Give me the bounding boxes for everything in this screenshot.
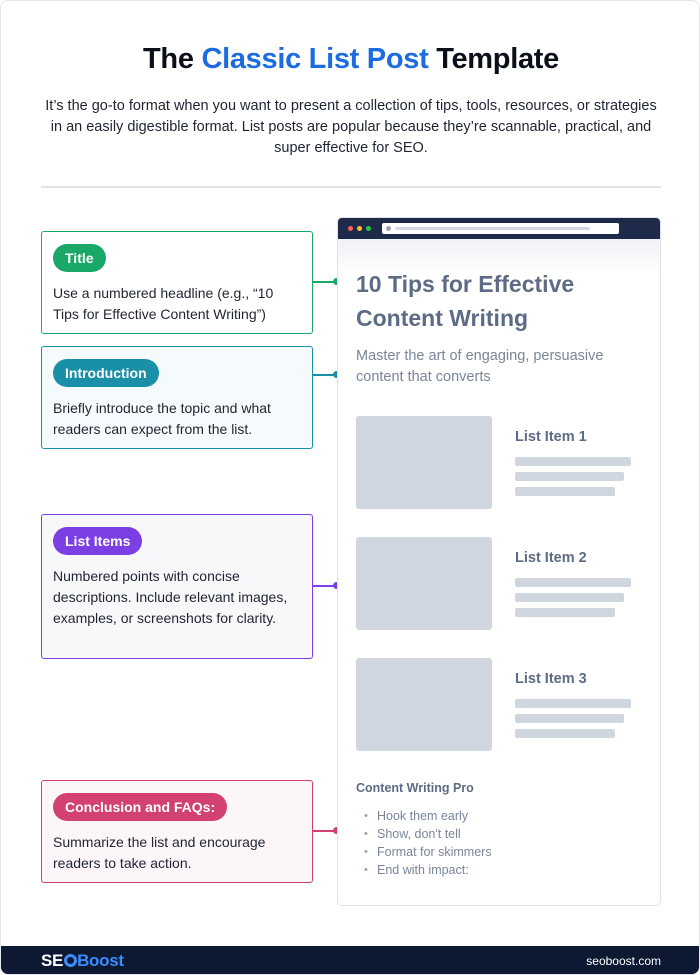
title-suffix: Template [436, 43, 559, 75]
list-item-1-image-placeholder [356, 416, 492, 509]
card-conclusion: Conclusion and FAQs: Summarize the list … [41, 780, 313, 883]
card-conclusion-text: Summarize the list and encourage readers… [53, 834, 266, 871]
list-item-2-label: List Item 2 [515, 550, 587, 566]
card-title-pill: Title [53, 244, 106, 272]
pro-tips-list: Hook them early Show, don't tell Format … [356, 807, 492, 879]
window-maximize-dot-icon [366, 226, 371, 231]
post-subtitle: Master the art of engaging, persuasive c… [356, 348, 604, 385]
card-introduction-text: Briefly introduce the topic and what rea… [53, 400, 271, 437]
section-divider [41, 186, 661, 188]
list-item-3-image-placeholder [356, 658, 492, 751]
pro-tip-item: Show, don't tell [356, 825, 492, 843]
logo-text-prefix: SE [41, 951, 64, 970]
list-item-3-text-line [515, 729, 615, 738]
card-list-items-dot [333, 582, 340, 589]
title-accent: Classic List Post [201, 43, 429, 75]
card-introduction-connector [313, 374, 337, 376]
window-close-dot-icon [348, 226, 353, 231]
list-item-2-text-line [515, 578, 631, 587]
card-title-text: Use a numbered headline (e.g., “10 Tips … [53, 285, 274, 322]
address-bar [382, 223, 619, 234]
page-title: The Classic List Post Template [1, 43, 699, 76]
seoboost-logo: SE Boost [41, 951, 124, 971]
list-item-2-text-line [515, 593, 624, 602]
list-item-1-text-line [515, 487, 615, 496]
card-title-dot [333, 278, 340, 285]
card-list-items-connector [313, 585, 337, 587]
card-title-connector [313, 281, 337, 283]
card-conclusion-dot [333, 827, 340, 834]
lock-icon [386, 226, 391, 231]
window-minimize-dot-icon [357, 226, 362, 231]
post-title: 10 Tips for Effective Content Writing [356, 271, 575, 331]
pro-tips-title: Content Writing Pro [356, 781, 474, 795]
list-item-1-text-line [515, 457, 631, 466]
card-introduction-pill: Introduction [53, 359, 159, 387]
card-title: Title Use a numbered headline (e.g., “10… [41, 231, 313, 334]
card-list-items-pill: List Items [53, 527, 143, 555]
browser-toolbar [338, 218, 660, 239]
card-list-items-text: Numbered points with concise description… [53, 568, 288, 626]
list-item-1-label: List Item 1 [515, 429, 587, 445]
card-introduction: Introduction Briefly introduce the topic… [41, 346, 313, 449]
card-conclusion-pill: Conclusion and FAQs: [53, 793, 228, 821]
browser-header-fade [338, 239, 660, 274]
list-item-3-text-line [515, 714, 624, 723]
list-item-2-text-line [515, 608, 615, 617]
list-item-3-text-line [515, 699, 631, 708]
logo-text-suffix: Boost [77, 951, 124, 970]
pro-tip-item: Format for skimmers [356, 843, 492, 861]
footer-bar: SE Boost seoboost.com [1, 946, 699, 974]
list-item-1-text-line [515, 472, 624, 481]
pro-tip-item: End with impact: [356, 861, 492, 879]
list-item-2-image-placeholder [356, 537, 492, 630]
list-item-3-label: List Item 3 [515, 671, 587, 687]
pro-tip-item: Hook them early [356, 807, 492, 825]
browser-mockup: 10 Tips for Effective Content Writing Ma… [337, 217, 661, 906]
card-conclusion-connector [313, 830, 337, 832]
intro-paragraph: It’s the go-to format when you want to p… [45, 98, 657, 156]
footer-url: seoboost.com [586, 954, 661, 968]
card-list-items: List Items Numbered points with concise … [41, 514, 313, 659]
card-introduction-dot [333, 371, 340, 378]
logo-o-ring-icon [63, 954, 77, 967]
title-prefix: The [143, 43, 194, 75]
address-placeholder-line [395, 227, 590, 230]
